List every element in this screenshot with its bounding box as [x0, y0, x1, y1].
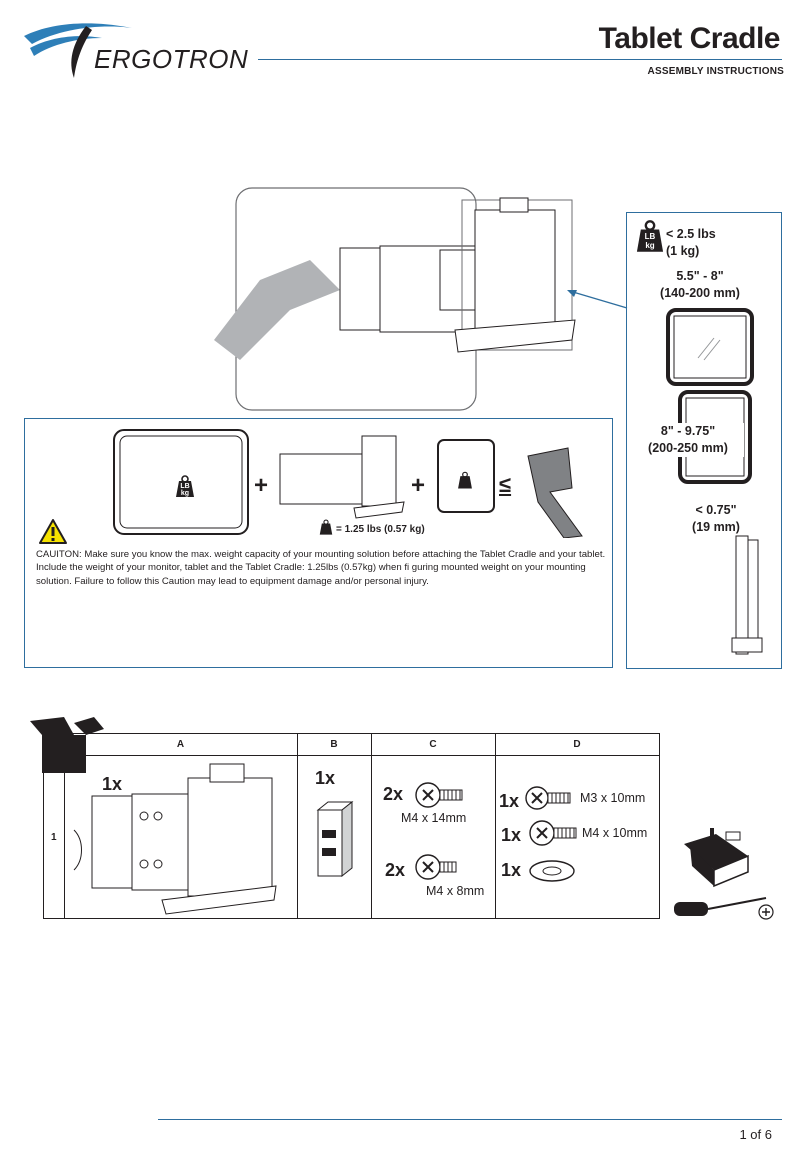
toolbox-icon [684, 828, 749, 888]
footer-rule [158, 1119, 782, 1120]
part-d-cell [494, 755, 660, 919]
small-tablet-size: 5.5" - 8"(140-200 mm) [660, 269, 740, 300]
callout-arrow [567, 290, 628, 309]
page-title: Tablet Cradle [598, 22, 781, 55]
max-tablet-thickness: < 0.75"(19 mm) [692, 503, 740, 534]
ergotron-logo: ERGOTRON [22, 14, 262, 84]
tablet-size-illustration [666, 308, 754, 484]
column-header-a: A [63, 733, 298, 756]
page-number: 1 of 6 [739, 1127, 772, 1142]
caution-triangle-icon [38, 518, 68, 550]
spec-weight-icon [633, 219, 667, 258]
caution-text: CAUITON: Make sure you know the max. wei… [36, 549, 606, 587]
cradle-bracket-illustration [73, 763, 277, 915]
plus-sign-2: + [411, 472, 426, 499]
row-label: 1 [43, 755, 65, 919]
screwdriver-icon [674, 897, 774, 920]
part-d-count-1: 1x [499, 791, 520, 811]
part-d-count-2: 1x [501, 825, 522, 845]
part-d-label-1: M3 x 10mm [580, 791, 646, 805]
page-subtitle: ASSEMBLY INSTRUCTIONS [647, 66, 784, 77]
part-c-label-1: M4 x 14mm [401, 811, 467, 825]
large-tablet-size: 8" - 9.75"(200-250 mm) [632, 423, 744, 457]
spacer-block-illustration [316, 800, 354, 878]
monitor-weight-icon [172, 473, 198, 504]
part-a-count: 1x [102, 774, 123, 794]
tablet-thickness-illustration [731, 535, 763, 655]
assembly-illustration [214, 187, 576, 411]
part-c-count-2: 2x [385, 860, 406, 880]
ergotron-logo-mark [24, 23, 132, 78]
plus-sign-1: + [254, 472, 269, 499]
cradle-weight-label: = 1.25 lbs (0.57 kg) [336, 524, 425, 535]
tablet-spec-panel [626, 212, 782, 669]
column-header-b: B [296, 733, 372, 756]
max-tablet-weight: < 2.5 lbs(1 kg) [666, 227, 716, 258]
screw-m4x8-icon [415, 854, 457, 880]
tablet-weight-icon [455, 470, 475, 495]
cradle-weight-icon [317, 518, 335, 541]
screw-m3x10-icon [525, 786, 571, 810]
screw-m4x14-icon [415, 782, 463, 808]
part-c-cell [370, 755, 496, 919]
header-rule [258, 59, 782, 60]
column-header-d: D [494, 733, 660, 756]
weight-warning-panel [24, 418, 613, 668]
part-c-label-2: M4 x 8mm [426, 884, 485, 898]
part-b-count: 1x [315, 768, 336, 788]
screw-m4x10-icon [529, 820, 577, 846]
less-equal-sign: ≤ [499, 472, 512, 497]
part-d-label-2: M4 x 10mm [582, 826, 648, 840]
column-header-c: C [370, 733, 496, 756]
part-d-count-3: 1x [501, 860, 522, 880]
part-c-count-1: 2x [383, 784, 404, 804]
brand-name: ERGOTRON [94, 44, 249, 74]
washer-icon [529, 860, 575, 882]
